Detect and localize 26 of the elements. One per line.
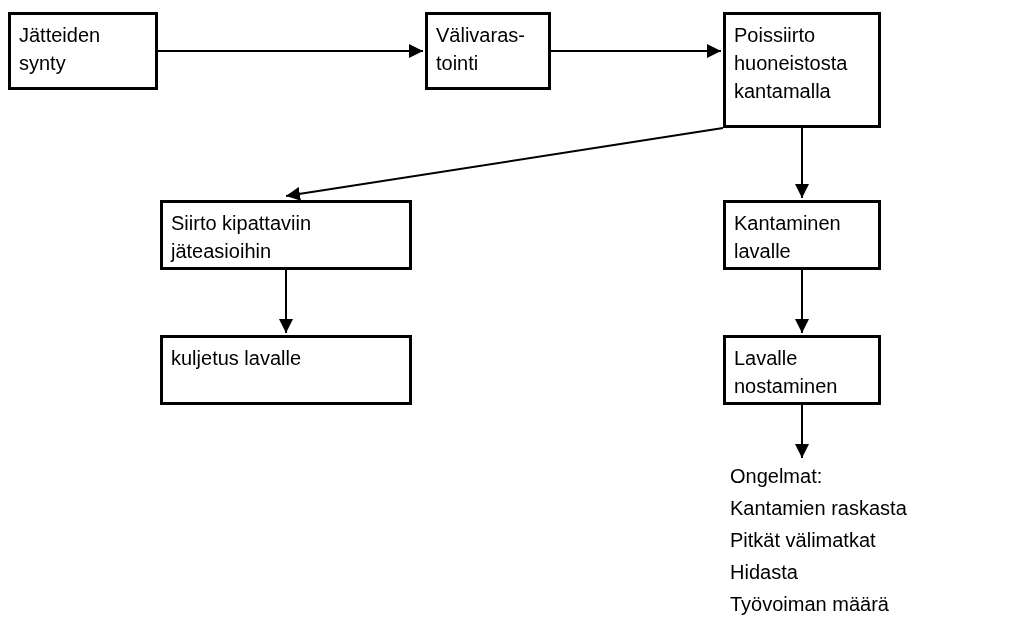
arrow bbox=[795, 269, 809, 334]
box-label: Poissiirto huoneistosta kantamalla bbox=[734, 23, 849, 104]
notes-heading: Ongelmat: bbox=[730, 464, 824, 489]
notes-item: Kantamien raskasta bbox=[730, 496, 908, 521]
arrow bbox=[285, 127, 724, 201]
box-label: Kantaminen lavalle bbox=[734, 211, 842, 264]
box-label: Siirto kipattaviin jäteasioihin bbox=[171, 211, 313, 264]
notes-item: Pitkät välimatkat bbox=[730, 528, 877, 553]
process-box bbox=[723, 12, 881, 128]
process-box bbox=[160, 335, 412, 405]
box-label: kuljetus lavalle bbox=[171, 346, 303, 371]
box-label: Välivaras- tointi bbox=[436, 23, 526, 76]
arrow bbox=[795, 127, 809, 199]
process-box bbox=[723, 335, 881, 405]
arrow bbox=[795, 404, 809, 459]
box-label: Lavalle nostaminen bbox=[734, 346, 839, 399]
process-box bbox=[160, 200, 412, 270]
arrow bbox=[279, 269, 293, 334]
arrow bbox=[550, 44, 722, 58]
box-label: Jätteiden synty bbox=[19, 23, 102, 76]
process-box bbox=[425, 12, 551, 90]
notes-item: Hidasta bbox=[730, 560, 799, 585]
arrow bbox=[157, 44, 424, 58]
process-box bbox=[723, 200, 881, 270]
process-box bbox=[8, 12, 158, 90]
notes-item: Työvoiman määrä bbox=[730, 592, 890, 617]
